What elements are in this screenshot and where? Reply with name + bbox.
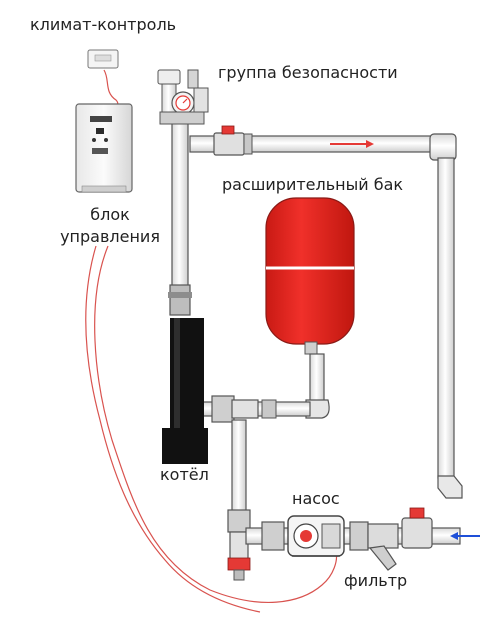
bottom-pipe — [245, 507, 461, 551]
label-pump: насос — [292, 489, 340, 508]
label-safety-group: группа безопасности — [218, 63, 398, 82]
label-boiler: котёл — [160, 465, 209, 484]
strainer-filter — [367, 523, 399, 571]
safety-group — [157, 69, 209, 125]
supply-riser-pipe — [168, 119, 192, 316]
flow-arrow-supply — [330, 140, 374, 148]
control-unit — [75, 103, 133, 193]
return-pipe-to-boiler — [199, 395, 311, 423]
label-control-unit-line2: управления — [60, 227, 160, 246]
cable-to-boiler — [85, 245, 261, 613]
label-expansion-tank: расширительный бак — [222, 175, 404, 194]
expansion-tank — [265, 197, 355, 419]
label-filter: фильтр — [344, 571, 408, 590]
circulation-pump — [287, 515, 345, 557]
thermostat-device — [87, 49, 119, 69]
label-climate-control: климат-контроль — [30, 15, 177, 34]
down-pipe-to-pump — [227, 419, 251, 581]
label-control-unit-line1: блок — [90, 205, 130, 224]
top-ball-valve — [213, 125, 253, 156]
boiler — [162, 318, 208, 464]
right-return-pipe — [437, 157, 463, 499]
flow-arrow-inlet — [450, 532, 480, 540]
cable-to-pump — [94, 245, 338, 603]
